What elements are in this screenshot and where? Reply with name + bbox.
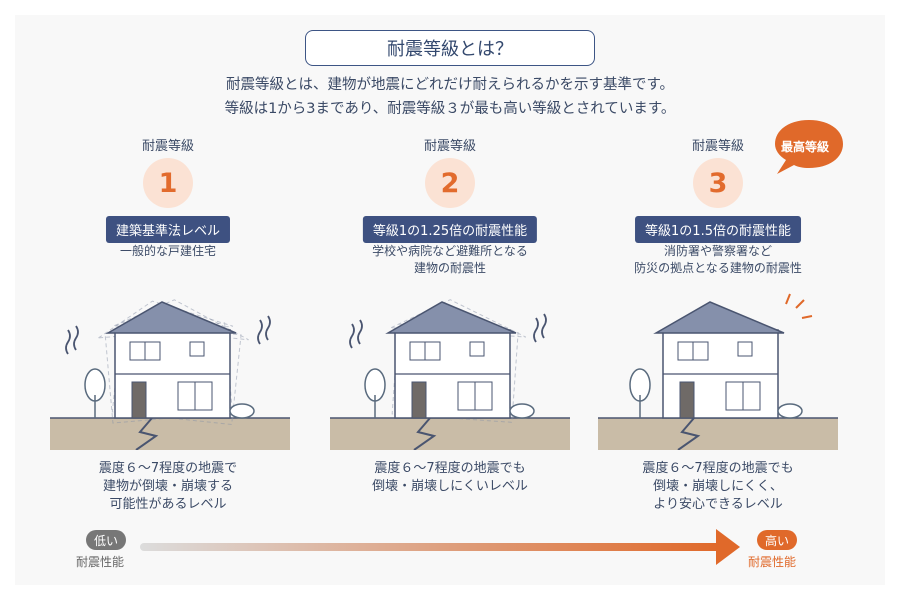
high-label: 耐震性能: [748, 555, 797, 569]
level-2-label: 耐震等級: [423, 139, 476, 154]
level-1-house-illustration: [50, 299, 290, 450]
strength-arrow-icon: [140, 529, 740, 565]
level-2-badge: 等級1の1.25倍の耐震性能: [362, 216, 538, 243]
level-3-badge: 等級1の1.5倍の耐震性能: [635, 216, 801, 243]
level-2-house-illustration: [330, 299, 570, 450]
low-label: 耐震性能: [76, 555, 125, 569]
top-grade-badge: 最高等級: [780, 140, 829, 154]
level-3-number: 3: [693, 158, 743, 208]
level-2-column: 耐震等級 2 等級1の1.25倍の耐震性能 学校や病院など避難所となる 建物の耐…: [320, 135, 580, 410]
low-pill: 低い: [86, 530, 126, 550]
high-pill: 高い: [757, 530, 797, 550]
top-grade-bubble-icon: [775, 120, 843, 174]
level-1-column: 耐震等級 1 建築基準法レベル 一般的な戸建住宅: [38, 135, 298, 410]
level-1-description: 一般的な戸建住宅: [119, 244, 216, 258]
level-2-caption: 震度６～7程度の地震でも 倒壊・崩壊しにくいレベル: [372, 461, 528, 494]
level-1-label: 耐震等級: [141, 139, 194, 154]
level-2-number: 2: [425, 158, 475, 208]
intro-line-2: 等級は1から3まであり、耐震等級３が最も高い等級とされています。: [224, 101, 676, 117]
level-1-caption: 震度６～7程度の地震で 建物が倒壊・崩壊する 可能性があるレベル: [98, 461, 238, 512]
level-1-badge: 建築基準法レベル: [105, 216, 231, 243]
level-3-caption: 震度６～7程度の地震でも 倒壊・崩壊しにくく、 より安心できるレベル: [642, 461, 794, 512]
level-2-description: 学校や病院など避難所となる 建物の耐震性: [372, 244, 528, 275]
level-3-house-illustration: [598, 293, 838, 450]
level-3-label: 耐震等級: [691, 139, 744, 154]
level-3-description: 消防署や警察署など 防災の拠点となる建物の耐震性: [634, 244, 802, 275]
level-3-column: 耐震等級 3 等級1の1.5倍の耐震性能 消防署や警察署など 防災の拠点となる建…: [588, 135, 848, 410]
intro-line-1: 耐震等級とは、建物が地震にどれだけ耐えられるかを示す基準です。: [225, 77, 675, 93]
level-1-number: 1: [143, 158, 193, 208]
page-title: 耐震等級とは？: [305, 30, 595, 66]
